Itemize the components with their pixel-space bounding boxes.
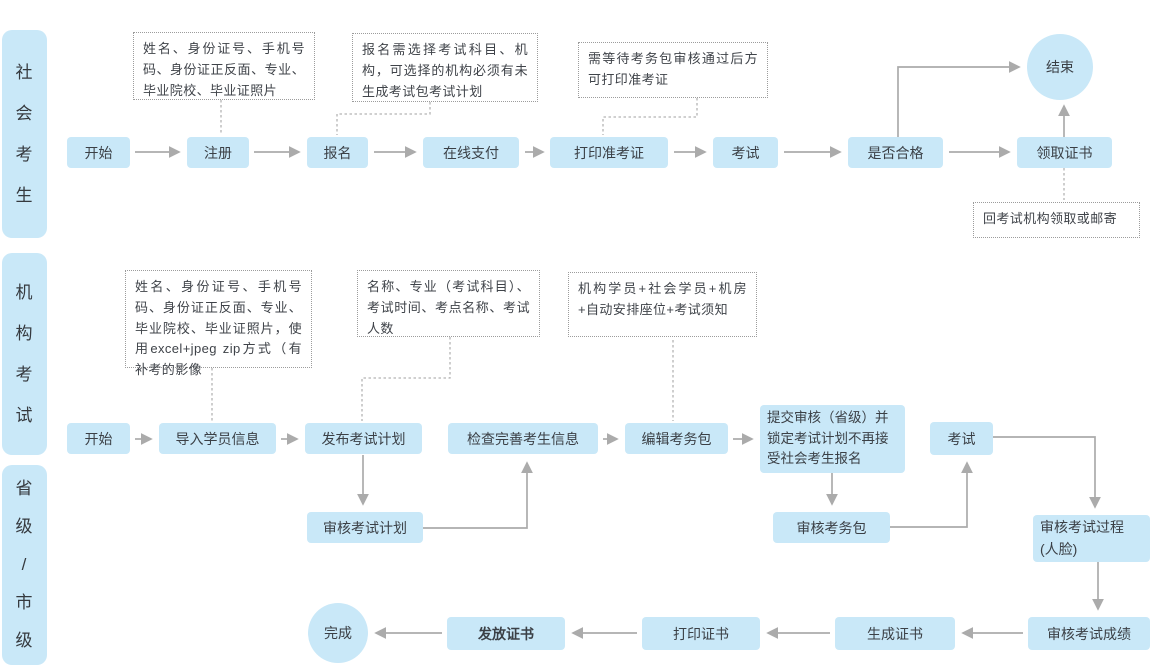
lane-provincial-municipal-label: 省 级 / 市 级 bbox=[15, 479, 34, 650]
node-start-institution: 开始 bbox=[67, 423, 130, 454]
note-import-required-fields: 姓名、身份证号、手机号码、身份证正反面、专业、毕业院校、毕业证照片，使用exce… bbox=[125, 270, 312, 377]
node-audit-exam-package: 审核考务包 bbox=[773, 512, 890, 543]
node-publish-exam-plan: 发布考试计划 bbox=[305, 423, 422, 454]
lane-social-candidate-label: 社 会 考 生 bbox=[15, 63, 34, 205]
node-audit-exam-plan: 审核考试计划 bbox=[307, 512, 423, 543]
node-online-payment: 在线支付 bbox=[423, 137, 519, 168]
node-issue-certificate: 发放证书 bbox=[447, 617, 565, 650]
node-import-students: 导入学员信息 bbox=[159, 423, 276, 454]
lane-institution-exam-label: 机 构 考 试 bbox=[15, 283, 34, 425]
node-exam-social: 考试 bbox=[713, 137, 778, 168]
node-audit-exam-score: 审核考试成绩 bbox=[1028, 617, 1150, 650]
node-pass-check: 是否合格 bbox=[848, 137, 943, 168]
note-certificate-pickup: 回考试机构领取或邮寄 bbox=[973, 202, 1140, 238]
node-end-social: 结束 bbox=[1027, 34, 1093, 100]
node-signup: 报名 bbox=[307, 137, 368, 168]
node-check-candidate-info: 检查完善考生信息 bbox=[448, 423, 598, 454]
lane-institution-exam: 机 构 考 试 bbox=[2, 253, 47, 455]
node-audit-exam-process-face: 审核考试过程 (人脸) bbox=[1033, 515, 1150, 562]
node-edit-exam-package: 编辑考务包 bbox=[625, 423, 728, 454]
node-register: 注册 bbox=[187, 137, 249, 168]
note-exam-package-contents: 机构学员+社会学员+机房+自动安排座位+考试须知 bbox=[568, 272, 757, 337]
note-signup-rule: 报名需选择考试科目、机构，可选择的机构必须有未生成考试包考试计划 bbox=[352, 33, 538, 102]
node-exam-institution: 考试 bbox=[930, 422, 993, 455]
lane-social-candidate: 社 会 考 生 bbox=[2, 30, 47, 238]
lane-provincial-municipal: 省 级 / 市 级 bbox=[2, 465, 47, 665]
note-print-ticket-rule: 需等待考务包审核通过后方可打印准考证 bbox=[578, 42, 768, 98]
node-generate-certificate: 生成证书 bbox=[835, 617, 955, 650]
note-register-required-fields: 姓名、身份证号、手机号码、身份证正反面、专业、毕业院校、毕业证照片 bbox=[133, 32, 315, 100]
note-exam-plan-fields: 名称、专业（考试科目）、考试时间、考点名称、考试人数 bbox=[357, 270, 540, 337]
node-print-admission-ticket: 打印准考证 bbox=[550, 137, 668, 168]
node-done: 完成 bbox=[308, 603, 368, 663]
node-get-certificate: 领取证书 bbox=[1017, 137, 1112, 168]
node-print-certificate: 打印证书 bbox=[642, 617, 760, 650]
node-start-social: 开始 bbox=[67, 137, 130, 168]
node-submit-audit-lock-plan: 提交审核（省级）并锁定考试计划不再接受社会考生报名 bbox=[760, 405, 905, 473]
